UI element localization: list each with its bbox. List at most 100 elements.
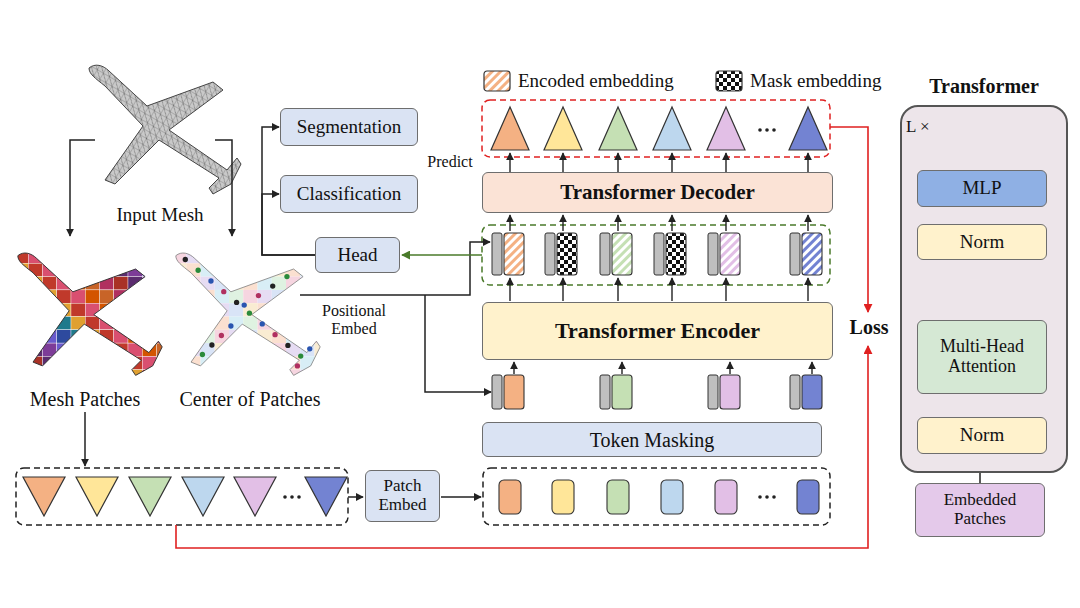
mesh-patch — [14, 263, 28, 276]
flow-arrow — [617, 278, 618, 301]
mesh-patch — [157, 263, 171, 276]
pale-patch — [215, 356, 229, 369]
attention-box: Multi-Head Attention — [917, 320, 1047, 394]
visible-token — [612, 375, 632, 409]
mesh-patch — [157, 317, 171, 330]
box-label: Transformer Encoder — [555, 319, 760, 343]
legend-swatch-fill — [484, 71, 510, 91]
encoded-token — [802, 233, 822, 275]
pale-patch — [201, 370, 215, 383]
mesh-patch — [100, 250, 114, 263]
pale-patch — [172, 290, 186, 303]
pale-patch — [300, 317, 314, 330]
mesh-patch — [43, 277, 57, 290]
mesh-patch — [128, 370, 142, 383]
patch-center-dot — [260, 321, 265, 326]
loss-line — [176, 346, 868, 548]
legend-swatch — [715, 70, 743, 92]
patch-token — [661, 480, 683, 514]
mesh-patches-illustration — [18, 253, 162, 375]
input-mesh-illustration — [89, 65, 241, 194]
encoded-token — [557, 233, 577, 275]
pale-patch — [172, 343, 186, 356]
illustration-caption: Input Mesh — [95, 204, 225, 226]
mesh-patch — [14, 290, 28, 303]
mesh-patch — [28, 303, 42, 316]
mesh-patch — [142, 277, 156, 290]
position-token — [600, 375, 610, 409]
pale-patch — [258, 250, 272, 263]
mesh-patch — [57, 330, 71, 343]
patch-center-dot — [285, 343, 290, 348]
patch-token — [607, 480, 629, 514]
mesh-patch — [100, 343, 114, 356]
ellipsis-dot — [758, 495, 762, 499]
pale-patch — [286, 370, 300, 383]
patch-center-dot — [228, 323, 233, 328]
pale-patch — [229, 356, 243, 369]
pale-patch — [229, 303, 243, 316]
box-label: Norm — [960, 425, 1004, 446]
patch-token — [552, 480, 574, 514]
mesh-patch — [142, 303, 156, 316]
ellipsis-dot — [758, 128, 762, 132]
mesh-patch — [14, 343, 28, 356]
masking-box: Token Masking — [482, 422, 822, 457]
patch-center-dot — [183, 257, 188, 262]
pale-patch — [186, 250, 200, 263]
mesh-patch — [142, 290, 156, 303]
mesh-patch — [57, 250, 71, 263]
flow-arrow — [562, 278, 563, 301]
mesh-patch — [114, 250, 128, 263]
pale-patch — [243, 290, 257, 303]
pale-patch — [286, 303, 300, 316]
legend-text: Encoded embedding — [518, 70, 674, 92]
pale-patch — [186, 317, 200, 330]
mesh-patch — [14, 330, 28, 343]
box-label: Transformer Decoder — [560, 181, 755, 204]
mesh-patch — [71, 303, 85, 316]
task-box: Segmentation — [280, 108, 418, 146]
box-label: Classification — [297, 184, 401, 205]
flow-note: Positional Embed — [306, 302, 402, 339]
mesh-patch — [142, 370, 156, 383]
mesh-patch — [85, 330, 99, 343]
pale-patch — [215, 250, 229, 263]
patch-center-dot — [209, 342, 214, 347]
mesh-patch — [14, 303, 28, 316]
flow-arrow — [215, 140, 232, 236]
patch-center-dot — [195, 268, 200, 273]
patch-center-dot — [270, 283, 275, 288]
pale-patch — [300, 277, 314, 290]
embed-box: Patch Embed — [365, 470, 440, 522]
pale-patch — [186, 277, 200, 290]
flow-arrow — [671, 215, 672, 231]
mesh-patch — [85, 370, 99, 383]
visible-token — [504, 375, 524, 409]
prediction-group — [482, 100, 830, 157]
pale-patch — [186, 290, 200, 303]
patch-center-dot — [221, 289, 226, 294]
pale-patch — [215, 290, 229, 303]
pale-patch — [272, 250, 286, 263]
mesh-patch — [142, 250, 156, 263]
ellipsis-dot — [765, 495, 769, 499]
mesh-patch — [142, 330, 156, 343]
pale-patch — [201, 250, 215, 263]
mesh-patch — [14, 370, 28, 383]
position-token — [790, 375, 800, 409]
flow-arrow — [725, 278, 726, 301]
mlp-box: MLP — [917, 170, 1047, 207]
mesh-patch — [43, 303, 57, 316]
encoded-token-group — [482, 225, 830, 285]
pale-patch — [272, 343, 286, 356]
pale-patch — [286, 343, 300, 356]
flow-arrow — [509, 153, 510, 172]
head-box: Head — [315, 237, 400, 273]
flow-arrow — [671, 153, 672, 172]
mesh-patch-triangle — [234, 477, 276, 516]
patch-token — [715, 480, 737, 514]
pale-patch — [172, 277, 186, 290]
pale-patch — [186, 370, 200, 383]
pale-patch — [258, 277, 272, 290]
